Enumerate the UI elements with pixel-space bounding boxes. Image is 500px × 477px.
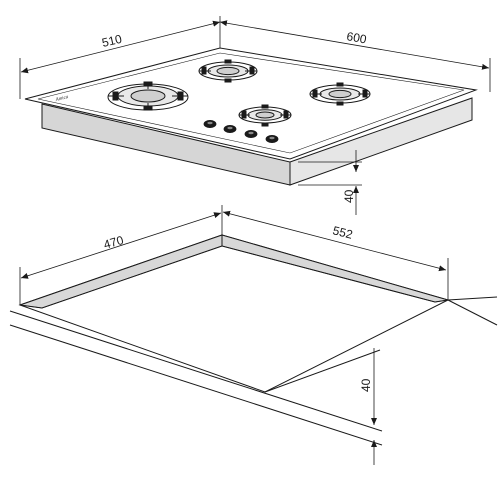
cutout-width-label: 552 [331, 223, 354, 242]
hob-dimension-lines [19, 16, 491, 215]
hob-body-side [289, 97, 473, 186]
cutout-outer-edge [18, 234, 450, 393]
control-knob-icon [203, 120, 217, 129]
control-knob-icon [223, 125, 237, 134]
cutout-depth-label: 470 [102, 233, 125, 252]
hob [24, 47, 478, 186]
hob-height-label: 40 [342, 189, 356, 203]
gas-burner-icon [107, 81, 189, 111]
brand-logo-text: Amica [54, 95, 69, 103]
worktop [9, 234, 498, 446]
dimension-arrow-icon [219, 20, 490, 70]
hob-width-label: 600 [345, 29, 367, 46]
control-knob-icon [244, 129, 258, 138]
cutout-dimension-lines [19, 205, 449, 465]
gas-burner-icon [238, 104, 292, 127]
dimension-arrow-icon [222, 210, 447, 272]
cutout-height-label: 40 [359, 378, 373, 392]
dimension-arrow-icon [20, 20, 221, 74]
gas-burner-icon [309, 82, 371, 106]
hob-depth-label: 510 [101, 32, 124, 50]
control-knobs [203, 120, 279, 143]
control-knob-icon [265, 134, 279, 143]
dimension-arrow-icon [20, 212, 222, 279]
burners [107, 59, 371, 127]
